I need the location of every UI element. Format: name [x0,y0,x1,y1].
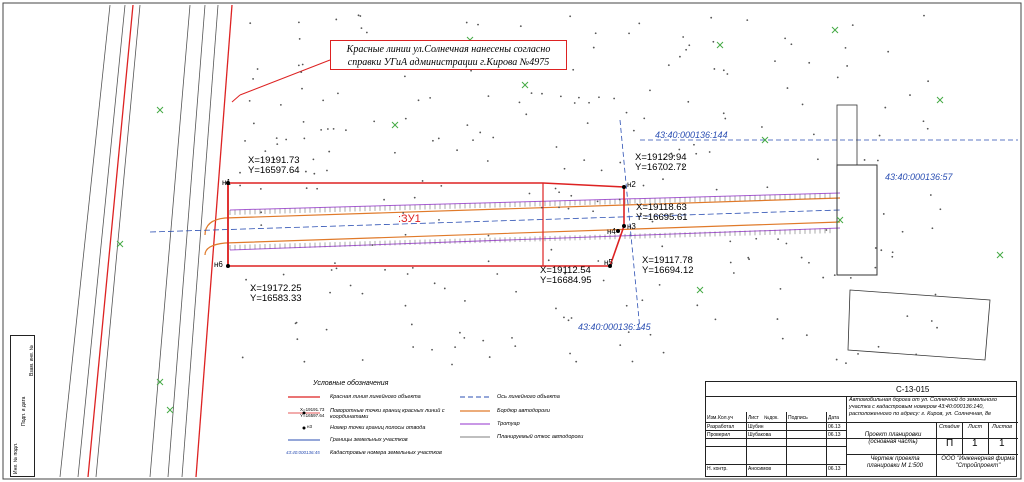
cadastral-number-east: 43:40:000136:57 [885,172,953,182]
legend-sample-pt: н3 [307,424,312,429]
role-developer: Разработал [707,424,735,430]
title-block: С-13-015 Автомобильная дорога от ул. Сол… [705,381,1018,477]
header-doc: №док. [764,415,779,421]
legend-title: Условные обозначения [313,380,389,387]
header-izm: Изм. [707,415,718,421]
legend-item-axis: Ось линейного объекта [497,394,560,400]
legend-item-cadastral-numbers: Кадастровые номера земельных участков [330,450,442,456]
cadastral-number-north: 43:40:000136:144 [655,130,728,140]
sheets-value: 1 [999,438,1005,449]
name-normcontrol: Аносимов [748,466,772,472]
company-name: ООО "Инженерная фирма "Стройпроект" [941,456,1015,469]
cadastral-number-south: 43:40:000136:145 [578,322,651,332]
sheet-header: Лист [968,424,983,430]
side-stamp-sign: Подп. и дата [21,396,27,426]
role-normcontrol: Н. контр. [707,466,728,472]
red-line-note: Красные линии ул.Солнечная нанесены согл… [330,40,567,70]
stage-value: П [946,438,954,449]
legend-sample-y: Y=16597.64 [300,413,325,418]
sheet-value: 1 [972,438,978,449]
legend-item-point-number: Номер точки границ полосы отвода [330,425,426,431]
date-checker: 06.13 [828,432,841,438]
name-developer: Шубин [748,424,764,430]
name-checker: Шубакова [748,432,772,438]
sheets-header: Листов [992,424,1013,430]
land-plot-zu1 [227,182,625,267]
legend-item-curb: Бордюр автодороги [497,408,550,414]
point-n3-label: н3 [627,222,636,231]
street-solnechnaya [59,4,219,478]
legend-item-red-line: Красная линия линейного объекта [330,394,421,400]
legend-sample-x: X=19191.73 [300,407,325,412]
legend-item-land-boundaries: Границы земельных участков [330,437,408,443]
header-date: Дата [828,415,840,421]
legend-symbols [288,396,490,441]
header-sign: Подпись [788,415,808,421]
tree-markers [239,14,942,366]
legend-item-sidewalk: Тротуар [497,421,520,427]
side-stamp-inv: Инв. № подл. [13,442,19,474]
zone-label: :ЗУ1 [398,213,421,225]
drawing-code: С-13-015 [896,385,930,394]
role-checker: Проверил [707,432,731,438]
side-stamp: Инв. № подл. Подп. и дата Взам. инв. № [10,335,35,477]
project-description: Автомобильная дорога от ул. Солнечной до… [849,397,997,417]
project-name: Проект планировки (основная часть) [864,432,922,445]
red-line-note-line2: справки УГиА администрации г.Кирова №497… [347,57,550,68]
drawing-title: Чертеж проекта планировки М 1:500 [867,456,923,469]
date-normcontrol: 06.13 [828,466,841,472]
point-n5-label: н5 [604,258,613,267]
legend-item-slope: Планируемый откос автодороги [497,434,584,440]
red-line-street-left [87,4,233,478]
cadastral-boundaries [619,119,1018,331]
date-developer: 06.13 [828,424,841,430]
boundary-points [226,181,626,268]
header-kol: Кол.уч [718,415,733,421]
vegetation-markers [116,26,1004,414]
legend-sample-cad: 43:40:000136:45 [286,450,320,455]
side-stamp-replace: Взам. инв. № [29,345,35,376]
road-curb [204,197,841,256]
red-line-note-line1: Красные линии ул.Солнечная нанесены согл… [346,44,551,55]
building [836,164,878,276]
point-n6-label: н6 [214,260,223,269]
point-n1-label: н1 [222,178,231,187]
point-n4-label: н4 [607,227,616,236]
header-list: Лист [748,415,759,421]
point-n2-label: н2 [627,180,636,189]
slope-hatching [229,193,831,250]
stage-header: Стадия [939,424,960,430]
legend-item-turning-points: Поворотные точки границ красных линий с … [330,408,445,420]
road-axis [149,209,841,233]
